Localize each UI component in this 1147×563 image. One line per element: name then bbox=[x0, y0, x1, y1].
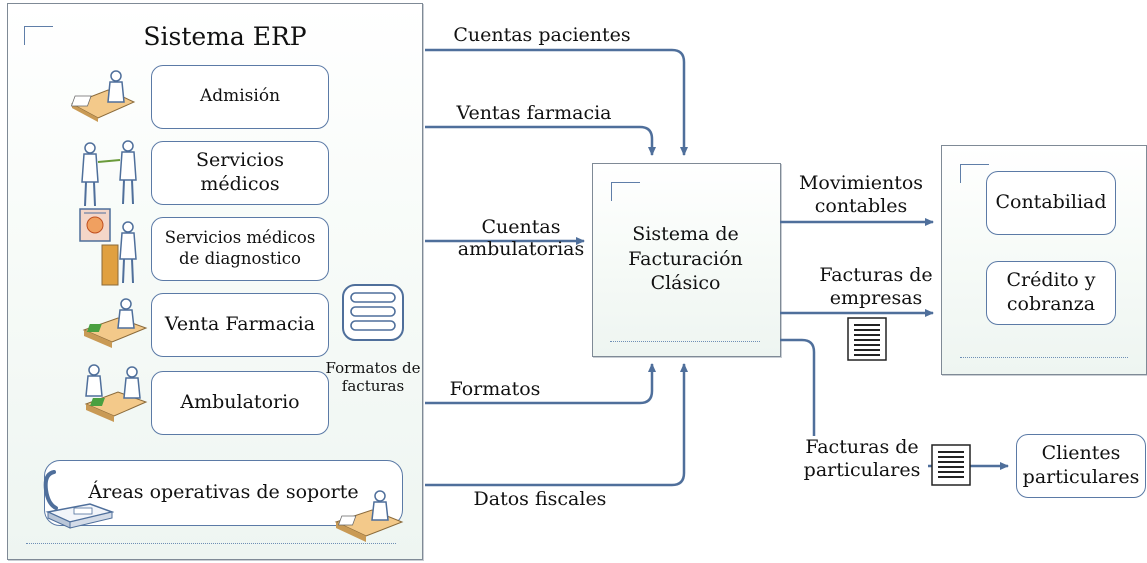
arrow-datos-fiscales bbox=[425, 363, 688, 487]
telephone-icon bbox=[43, 470, 114, 529]
admission-desk-icon bbox=[70, 70, 136, 122]
label-movimientos-1: Movimientos bbox=[798, 172, 924, 194]
diagnostic-presentation-icon bbox=[79, 208, 137, 286]
module-diagnostico-label-1: Servicios médicos bbox=[164, 228, 316, 248]
label-facturas-empresas-1: Facturas de bbox=[819, 264, 933, 286]
label-movimientos-contables: Movimientos contables bbox=[786, 172, 936, 218]
module-diagnostico-label-2: de diagnostico bbox=[179, 249, 301, 268]
accounting-panel-corner bbox=[960, 164, 989, 183]
module-admision-label: Admisión bbox=[199, 86, 281, 107]
ambulatory-desk-icon bbox=[84, 364, 148, 422]
facturacion-panel-bottom-line bbox=[610, 341, 760, 342]
label-facturas-empresas: Facturas de empresas bbox=[798, 264, 954, 310]
module-venta-farmacia-label: Venta Farmacia bbox=[164, 313, 316, 336]
label-facturas-particulares-2: particulares bbox=[803, 458, 921, 481]
clientes-label-1: Clientes bbox=[1041, 442, 1121, 465]
label-cuentas-pacientes: Cuentas pacientes bbox=[453, 24, 631, 46]
facturacion-title: Sistema de Facturación Clásico bbox=[594, 222, 777, 296]
label-ventas-farmacia: Ventas farmacia bbox=[456, 102, 612, 124]
contabilidad-box[interactable]: Contabiliad bbox=[986, 171, 1116, 235]
facturacion-title-3: Clásico bbox=[650, 272, 721, 295]
facturacion-panel-corner bbox=[611, 182, 640, 201]
medical-staff-icon bbox=[81, 140, 137, 207]
label-movimientos-2: contables bbox=[814, 194, 908, 217]
label-cuentas-ambulatorias-1: Cuentas bbox=[481, 216, 561, 238]
module-servicios-medicos-label-2: médicos bbox=[200, 173, 280, 195]
facturacion-title-2: Facturación bbox=[628, 247, 743, 270]
arrow-cuentas-pacientes bbox=[425, 48, 688, 156]
facturacion-panel[interactable] bbox=[592, 163, 781, 357]
invoice-formats-label-1: Formatos de bbox=[325, 359, 421, 377]
pharmacy-sale-icon bbox=[82, 298, 148, 348]
credito-label-1: Crédito y bbox=[1006, 269, 1096, 292]
module-admision[interactable]: Admisión bbox=[151, 65, 329, 129]
accounting-panel-bottom-line bbox=[960, 357, 1128, 358]
label-facturas-empresas-2: empresas bbox=[829, 286, 923, 309]
label-datos-fiscales: Datos fiscales bbox=[473, 488, 607, 510]
erp-title: Sistema ERP bbox=[143, 22, 307, 51]
module-ambulatorio-label: Ambulatorio bbox=[180, 391, 300, 414]
contabilidad-label: Contabiliad bbox=[995, 191, 1107, 214]
erp-panel-corner bbox=[24, 26, 53, 45]
invoice-formats-label-2: facturas bbox=[341, 377, 405, 395]
arrow-ventas-farmacia bbox=[425, 125, 656, 156]
label-facturas-particulares-1: Facturas de bbox=[805, 436, 919, 458]
erp-panel-bottom-line bbox=[26, 543, 396, 544]
label-cuentas-ambulatorias: Cuentas ambulatorias bbox=[450, 216, 592, 261]
arrow-formatos bbox=[425, 363, 656, 405]
facturacion-title-1: Sistema de bbox=[632, 223, 739, 245]
credito-label-2: cobranza bbox=[1006, 293, 1096, 315]
module-venta-farmacia[interactable]: Venta Farmacia bbox=[151, 293, 329, 357]
areas-soporte-box[interactable]: Áreas operativas de soporte bbox=[44, 460, 403, 526]
invoice-formats-icon bbox=[342, 284, 404, 341]
module-servicios-medicos-label-1: Servicios bbox=[195, 149, 285, 172]
support-desk-icon bbox=[334, 490, 404, 542]
document-icon-particulares bbox=[931, 444, 971, 486]
module-ambulatorio[interactable]: Ambulatorio bbox=[151, 371, 329, 435]
label-cuentas-ambulatorias-2: ambulatorias bbox=[457, 237, 585, 260]
document-icon bbox=[847, 317, 887, 361]
label-formatos: Formatos bbox=[449, 378, 541, 400]
invoice-formats-label: Formatos de facturas bbox=[322, 359, 424, 395]
clientes-label-2: particulares bbox=[1022, 466, 1140, 488]
label-facturas-particulares: Facturas de particulares bbox=[796, 436, 928, 482]
areas-soporte-label: Áreas operativas de soporte bbox=[88, 481, 359, 504]
